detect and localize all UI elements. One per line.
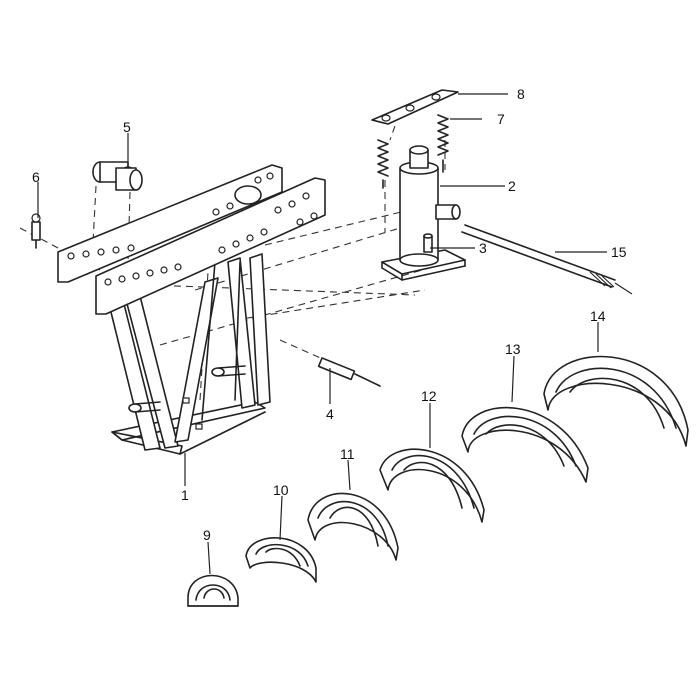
callout-7: 7 <box>497 111 505 127</box>
handle-part-15 <box>461 224 633 295</box>
springs-part-7 <box>377 114 449 189</box>
callout-15: 15 <box>611 244 627 260</box>
callout-10: 10 <box>273 482 289 498</box>
die-part-10 <box>245 537 317 583</box>
callout-4: 4 <box>326 406 334 422</box>
callout-9: 9 <box>203 527 211 543</box>
die-part-12 <box>379 448 485 523</box>
callout-1: 1 <box>181 487 189 503</box>
front-plate <box>95 177 326 315</box>
die-part-9 <box>187 574 239 607</box>
top-plate-part-8 <box>371 89 459 125</box>
valve-part-3 <box>423 233 433 253</box>
leader-lines <box>37 93 607 575</box>
callout-6: 6 <box>32 169 40 185</box>
callout-12: 12 <box>421 388 437 404</box>
jack-part-2 <box>381 145 466 281</box>
pin-part-4 <box>317 357 381 387</box>
frame-part-1 <box>107 253 271 455</box>
callout-2: 2 <box>508 178 516 194</box>
die-part-13 <box>461 407 589 483</box>
callout-11: 11 <box>340 446 355 462</box>
pin-part-6 <box>31 213 41 249</box>
callout-labels: 1 2 3 4 5 6 7 8 9 10 11 12 13 14 15 <box>32 86 627 543</box>
callout-13: 13 <box>505 341 521 357</box>
die-part-14 <box>543 355 689 447</box>
callout-5: 5 <box>123 119 131 135</box>
callout-8: 8 <box>517 86 525 102</box>
die-part-11 <box>307 492 399 561</box>
callout-14: 14 <box>590 308 606 324</box>
callout-3: 3 <box>479 240 487 256</box>
roller-part-5 <box>92 161 143 191</box>
